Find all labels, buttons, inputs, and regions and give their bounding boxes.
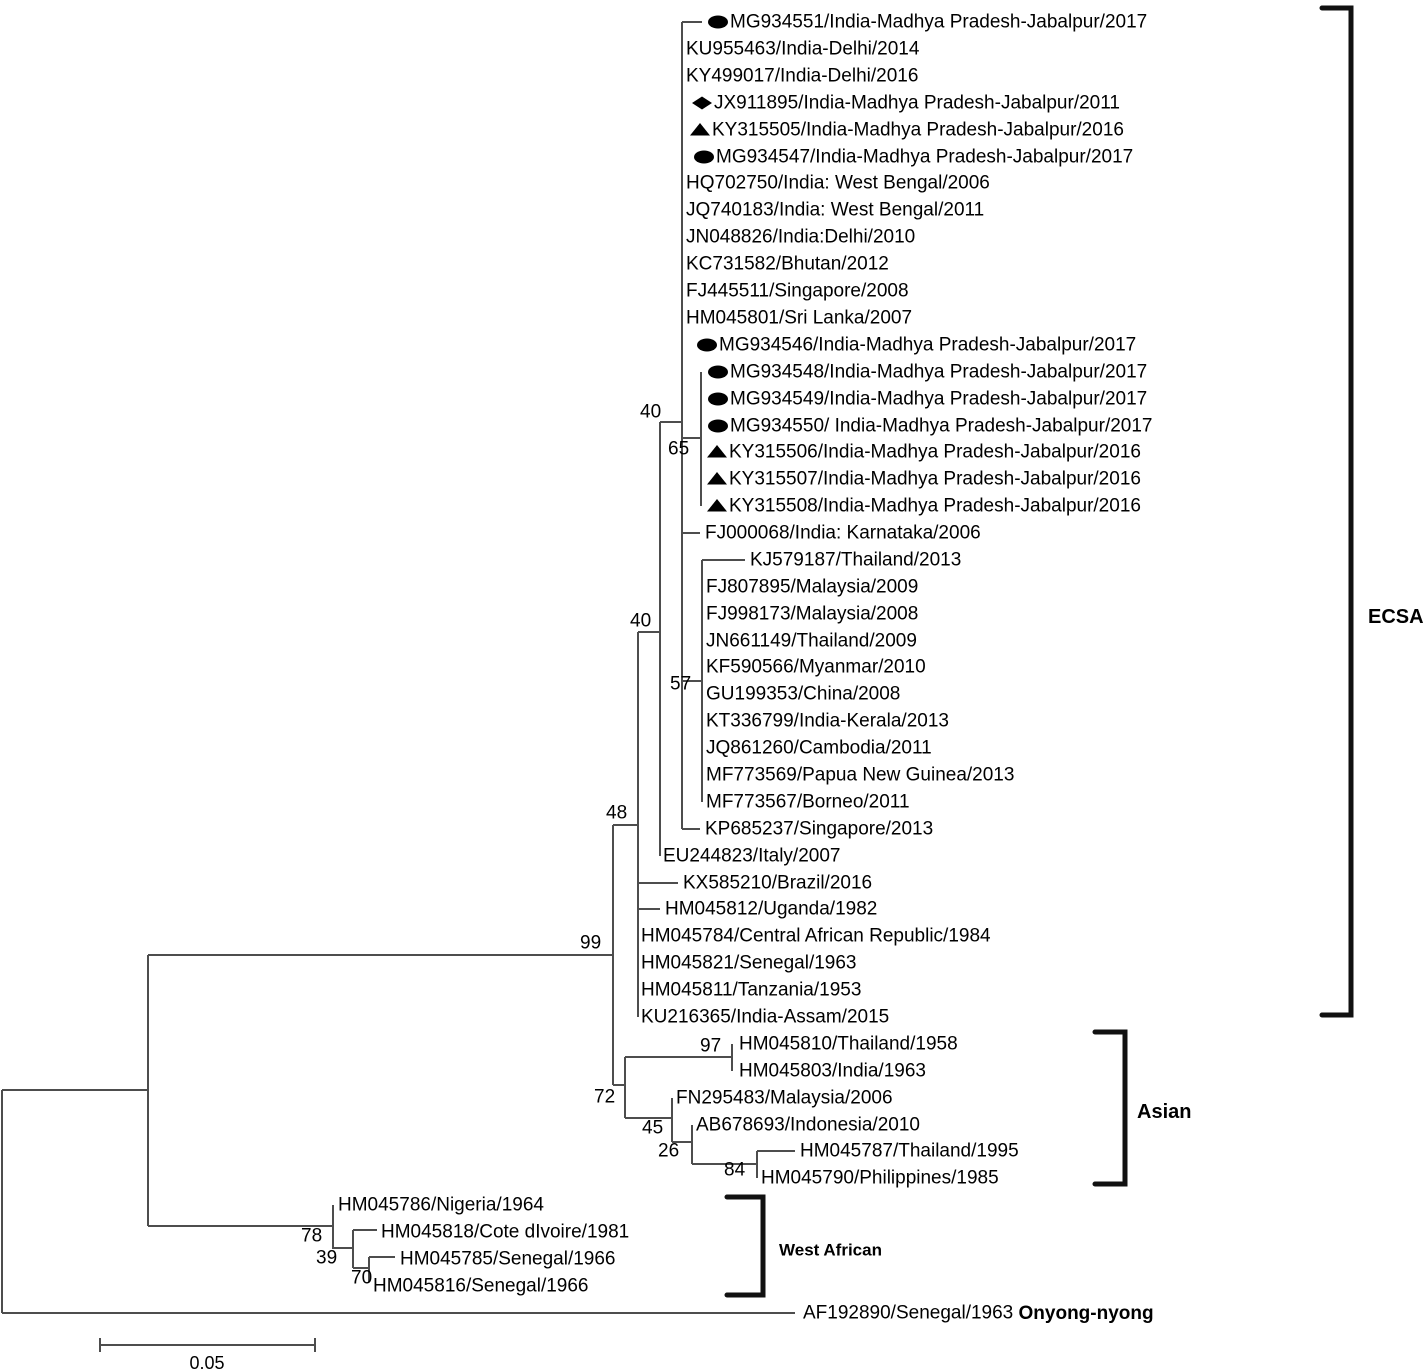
taxon-label: MG934548/India-Madhya Pradesh-Jabalpur/2…	[730, 362, 1147, 383]
bootstrap-value: 99	[580, 933, 601, 954]
bootstrap-value: 40	[630, 611, 651, 632]
taxon-label: MG934547/India-Madhya Pradesh-Jabalpur/2…	[716, 147, 1133, 168]
oval-marker	[708, 392, 728, 406]
taxon-label: MG934546/India-Madhya Pradesh-Jabalpur/2…	[719, 335, 1136, 356]
bootstrap-value: 97	[700, 1036, 721, 1057]
bootstrap-value: 45	[642, 1118, 663, 1139]
taxon-label: HM045787/Thailand/1995	[800, 1141, 1019, 1162]
taxon-label: KT336799/India-Kerala/2013	[706, 711, 949, 732]
bootstrap-value: 39	[316, 1248, 337, 1269]
taxon-label: JX911895/India-Madhya Pradesh-Jabalpur/2…	[714, 93, 1120, 114]
diamond-marker	[692, 96, 712, 110]
taxon-label: FN295483/Malaysia/2006	[676, 1088, 893, 1109]
taxon-label: HM045786/Nigeria/1964	[338, 1195, 544, 1216]
taxon-label: JN048826/India:Delhi/2010	[686, 227, 915, 248]
taxon-label: HM045801/Sri Lanka/2007	[686, 308, 912, 329]
bootstrap-value: 70	[351, 1268, 372, 1289]
taxon-label: HM045785/Senegal/1966	[400, 1249, 616, 1270]
taxon-label: JQ740183/India: West Bengal/2011	[686, 200, 984, 221]
taxon-label: HM045784/Central African Republic/1984	[641, 926, 991, 947]
oval-marker	[708, 15, 728, 29]
taxon-label: HM045790/Philippines/1985	[761, 1168, 999, 1189]
bootstrap-value: 72	[594, 1087, 615, 1108]
taxon-label: KY315507/India-Madhya Pradesh-Jabalpur/2…	[729, 469, 1141, 490]
bootstrap-value: 65	[668, 439, 689, 460]
triangle-marker	[690, 123, 710, 136]
clade-label-asian: Asian	[1137, 1101, 1191, 1123]
taxon-label: JQ861260/Cambodia/2011	[706, 738, 932, 759]
taxon-label: KF590566/Myanmar/2010	[706, 657, 926, 678]
taxon-label: FJ998173/Malaysia/2008	[706, 604, 918, 625]
taxon-label: HM045818/Cote dIvoire/1981	[381, 1222, 629, 1243]
clade-label-west-african: West African	[779, 1241, 882, 1260]
taxon-label: KY315506/India-Madhya Pradesh-Jabalpur/2…	[729, 442, 1141, 463]
taxon-label: MF773569/Papua New Guinea/2013	[706, 765, 1014, 786]
taxon-label: KY499017/India-Delhi/2016	[686, 66, 918, 87]
taxon-label-bold-suffix: Onyong-nyong	[1019, 1303, 1154, 1324]
taxon-label: MG934549/India-Madhya Pradesh-Jabalpur/2…	[730, 389, 1147, 410]
triangle-marker	[707, 472, 727, 485]
triangle-marker	[707, 445, 727, 458]
taxon-label: JN661149/Thailand/2009	[706, 631, 917, 652]
taxon-label: FJ445511/Singapore/2008	[686, 281, 909, 302]
taxon-label: KX585210/Brazil/2016	[683, 873, 872, 894]
taxon-label: AB678693/Indonesia/2010	[696, 1115, 920, 1136]
taxon-label: KY315508/India-Madhya Pradesh-Jabalpur/2…	[729, 496, 1141, 517]
taxon-label: HQ702750/India: West Bengal/2006	[686, 173, 990, 194]
oval-marker	[708, 419, 728, 433]
taxon-label: GU199353/China/2008	[706, 684, 900, 705]
taxon-label: HM045821/Senegal/1963	[641, 953, 857, 974]
taxon-label: HM045803/India/1963	[739, 1061, 926, 1082]
taxon-label: HM045810/Thailand/1958	[739, 1034, 958, 1055]
oval-marker	[697, 338, 717, 352]
oval-marker	[708, 365, 728, 379]
taxon-label: EU244823/Italy/2007	[663, 846, 840, 867]
bootstrap-value: 78	[301, 1226, 322, 1247]
taxon-label: HM045811/Tanzania/1953	[641, 980, 861, 1001]
taxon-label: HM045816/Senegal/1966	[373, 1276, 589, 1297]
bootstrap-value: 84	[724, 1160, 746, 1181]
taxon-label: AF192890/Senegal/1963 Onyong-nyong	[803, 1303, 1154, 1324]
bootstrap-value: 26	[658, 1141, 679, 1162]
scale-bar-label: 0.05	[189, 1353, 224, 1371]
clade-label-ecsa: ECSA	[1368, 606, 1424, 628]
taxon-label: MG934551/India-Madhya Pradesh-Jabalpur/2…	[730, 12, 1147, 33]
taxon-label: FJ807895/Malaysia/2009	[706, 577, 918, 598]
taxon-label: KJ579187/Thailand/2013	[750, 550, 961, 571]
taxon-label: HM045812/Uganda/1982	[665, 899, 877, 920]
triangle-marker	[707, 499, 727, 512]
taxon-label: MF773567/Borneo/2011	[706, 792, 910, 813]
taxon-label: KC731582/Bhutan/2012	[686, 254, 889, 275]
bootstrap-value: 40	[640, 402, 661, 423]
clade-bracket-west-african	[724, 1194, 766, 1298]
taxon-label: KU955463/India-Delhi/2014	[686, 39, 920, 60]
bootstrap-value: 48	[606, 803, 627, 824]
taxon-label: FJ000068/India: Karnataka/2006	[705, 523, 981, 544]
taxon-label: MG934550/ India-Madhya Pradesh-Jabalpur/…	[730, 416, 1153, 437]
clade-bracket-asian	[1092, 1029, 1128, 1187]
oval-marker	[694, 150, 714, 164]
taxon-label: KU216365/India-Assam/2015	[641, 1007, 889, 1028]
taxon-label: KY315505/India-Madhya Pradesh-Jabalpur/2…	[712, 120, 1124, 141]
bootstrap-value: 57	[670, 674, 691, 695]
taxon-label: KP685237/Singapore/2013	[705, 819, 933, 840]
clade-bracket-ecsa	[1319, 5, 1354, 1018]
